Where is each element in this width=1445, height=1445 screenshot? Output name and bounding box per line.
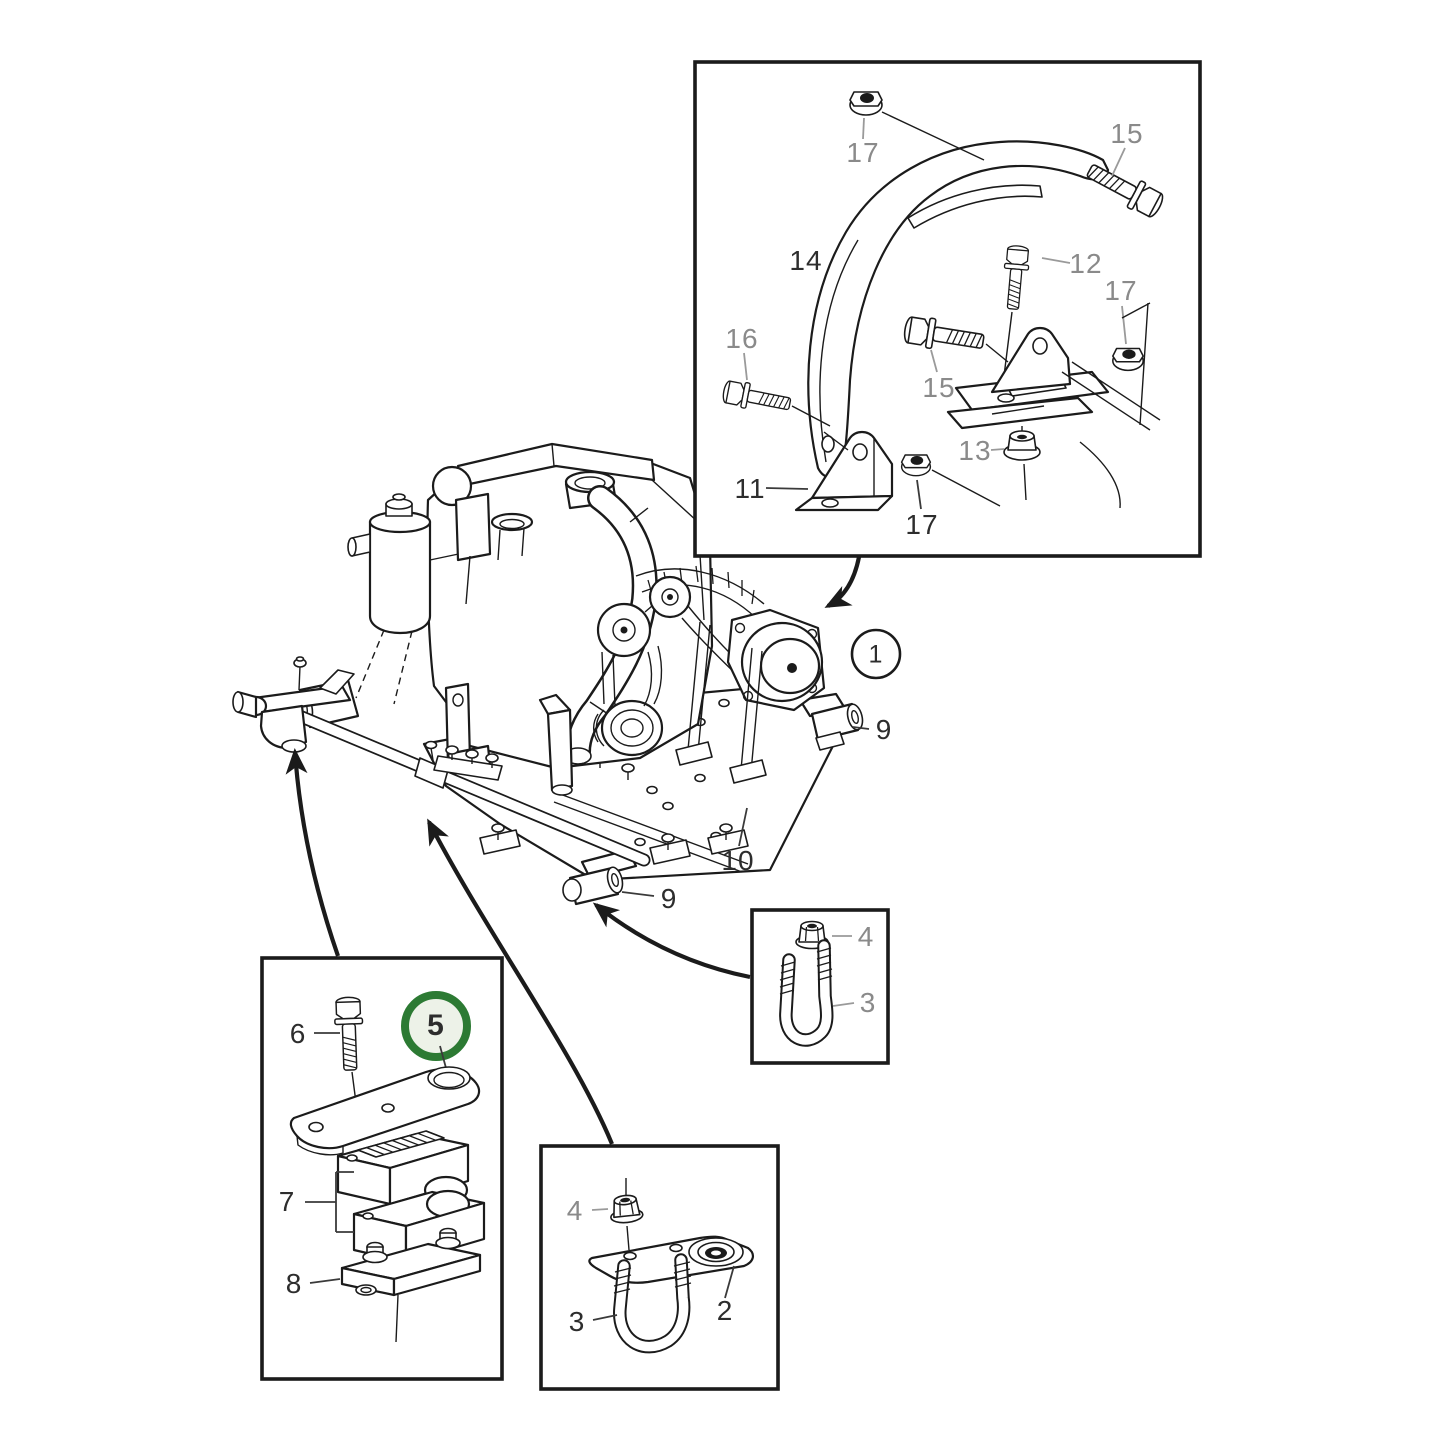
callout-12-bolt: 12 [1069,248,1103,279]
callout-11-bracket: 11 [734,473,766,504]
highlighted-part-5[interactable] [401,991,471,1061]
callout-7-clamp: 7 [278,1186,296,1217]
callout-10-bed: 10 [721,845,755,876]
oil-filter [347,493,432,705]
callout-9-mount-right: 9 [875,714,893,745]
locknut-13 [1003,426,1041,501]
callout-8-base: 8 [285,1268,303,1299]
inset-bottom-left [260,956,504,1381]
inset-top-right [693,60,1202,558]
callout-15-bolt-mid: 15 [922,372,956,403]
locknut-17-right [1112,347,1144,372]
alternator [675,608,826,784]
arrow-from-top-right-box [824,556,862,608]
hull-outline [1061,302,1161,509]
base-plate-8 [340,1227,482,1343]
clamp-blocks-7 [336,1130,486,1264]
callout-2-bracket: 2 [716,1295,734,1326]
callout-15-bolt-right: 15 [1110,118,1144,149]
assembly-balloon-circle [850,628,902,680]
callout-6-bolt: 6 [289,1018,307,1049]
mount-left [232,656,355,753]
arrow-from-bottom-left-box [285,748,340,957]
callout-17-nut-bottom: 17 [905,509,939,540]
strap-plate-5 [289,1066,481,1156]
front-rail [259,695,651,867]
callout-16-bolt: 16 [725,323,759,354]
u-bolt-3 [779,939,834,1047]
callout-13-nut: 13 [958,435,992,466]
locknut-17-bottom [900,454,932,477]
callout-3-ubolt-bc: 3 [568,1306,586,1337]
arrow-from-bottom-center-box [427,818,614,1145]
inset-mid-right [750,908,890,1065]
callout-4-nut-bc: 4 [566,1195,584,1226]
engine-bracket-upper [946,326,1110,430]
locknut-17-top [849,91,883,116]
u-bolt-3-bc [613,1253,692,1354]
callout-17-nut-right: 17 [1104,275,1138,306]
callout-3-ubolt-mr: 3 [859,987,877,1018]
callout-1-assembly: 1 [868,640,884,669]
pulleys-belts [592,575,753,757]
inset-bottom-center [539,1144,780,1391]
arrow-from-mid-right-box [592,902,751,980]
engine-assembly [232,442,902,906]
reference-arrows [285,556,862,1145]
callout-14-arm: 14 [789,245,823,276]
callout-4-nut-mr: 4 [857,921,875,952]
support-arm-14 [807,140,1110,479]
mount-foot-right [798,692,864,751]
callout-17-nut-top: 17 [846,137,880,168]
main-leaders [621,628,902,897]
callout-5-strap-highlighted[interactable]: 5 [427,1009,445,1042]
callout-9-mount-bottom: 9 [660,883,678,914]
engine-bracket-11 [794,430,894,512]
